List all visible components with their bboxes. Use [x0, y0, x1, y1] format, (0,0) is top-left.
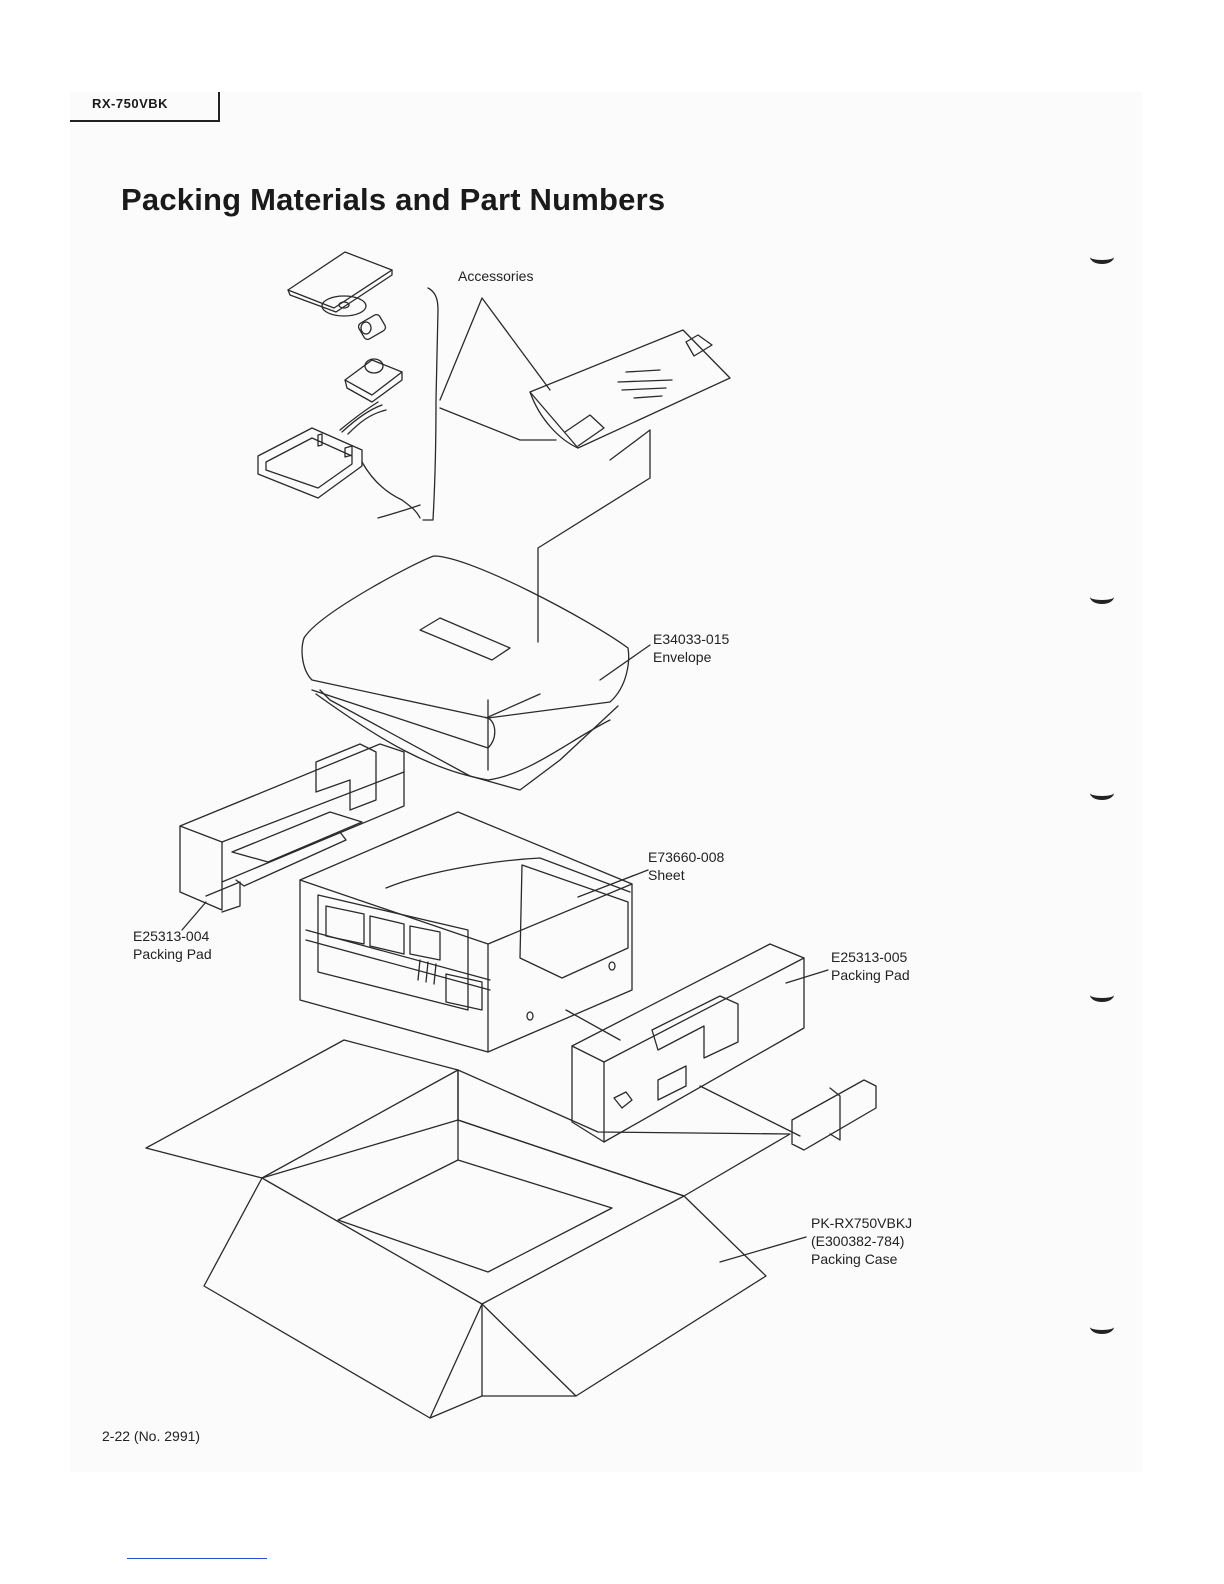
- binder-hole-mark: [1090, 1320, 1114, 1334]
- binder-hole-mark: [1090, 786, 1114, 800]
- pad-left-name: Packing Pad: [133, 945, 212, 963]
- accessories-illustration: [258, 252, 438, 520]
- page-reference: 2-22 (No. 2991): [102, 1428, 200, 1444]
- left-packing-pad: [180, 744, 404, 912]
- envelope-illustration: [302, 556, 629, 790]
- pad-right-part-number: E25313-005: [831, 948, 907, 966]
- bottom-rule: [127, 1558, 267, 1559]
- case-alt-number: (E300382-784): [811, 1232, 904, 1250]
- corner-tab: [792, 1080, 876, 1150]
- pad-right-name: Packing Pad: [831, 966, 910, 984]
- binder-hole-mark: [1090, 250, 1114, 264]
- pad-right-leader: [786, 970, 828, 983]
- binder-hole-mark: [1090, 590, 1114, 604]
- case-name: Packing Case: [811, 1250, 897, 1268]
- pad-left-leader: [182, 902, 206, 930]
- sheet-name: Sheet: [648, 866, 685, 884]
- case-leader: [720, 1237, 806, 1262]
- accessories-bag: [530, 330, 730, 448]
- accessories-label: Accessories: [458, 267, 533, 285]
- antenna-adapter: [345, 360, 402, 395]
- packing-case-illustration: [146, 1040, 790, 1418]
- binder-hole-mark: [1090, 988, 1114, 1002]
- envelope-part-number: E34033-015: [653, 630, 729, 648]
- sheet-part-number: E73660-008: [648, 848, 724, 866]
- receiver-unit: [300, 812, 632, 1052]
- case-part-number: PK-RX750VBKJ: [811, 1214, 912, 1232]
- bag-to-envelope-line: [538, 430, 650, 642]
- envelope-name: Envelope: [653, 648, 711, 666]
- right-packing-pad: [572, 944, 804, 1142]
- envelope-leader: [600, 645, 650, 680]
- accessories-leader: [440, 298, 550, 400]
- pad-left-part-number: E25313-004: [133, 927, 209, 945]
- sheet-leader: [578, 870, 648, 897]
